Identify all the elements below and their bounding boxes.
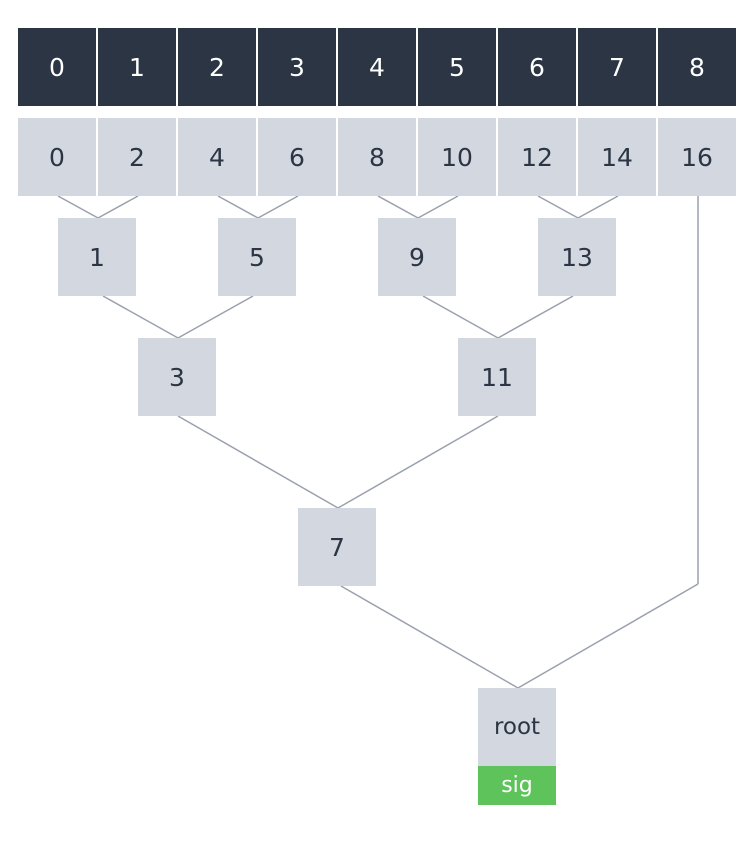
leaf-index: 0 — [18, 28, 96, 106]
leaf-node: 6 — [258, 118, 336, 196]
leaf-node: 12 — [498, 118, 576, 196]
tree-edge — [577, 195, 619, 219]
tree-node: 13 — [538, 218, 616, 296]
tree-edge — [177, 295, 254, 339]
leaf-node: 10 — [418, 118, 496, 196]
leaf-index: 5 — [418, 28, 496, 106]
leaf-index: 3 — [258, 28, 336, 106]
tree-edge — [57, 195, 99, 219]
tree-edge — [517, 583, 699, 689]
tree-edge — [97, 195, 139, 219]
tree-node: 7 — [298, 508, 376, 586]
tree-edge — [537, 195, 579, 219]
root-node: root — [478, 688, 556, 766]
tree-edge — [417, 195, 459, 219]
leaf-node: 0 — [18, 118, 96, 196]
leaf-index: 4 — [338, 28, 416, 106]
leaf-index: 6 — [498, 28, 576, 106]
tree-node: 3 — [138, 338, 216, 416]
leaf-node: 14 — [578, 118, 656, 196]
leaf-node: 2 — [98, 118, 176, 196]
tree-edge — [102, 295, 179, 339]
tree-edge — [217, 195, 259, 219]
leaf-node: 8 — [338, 118, 416, 196]
tree-edge — [497, 295, 574, 339]
tree-node: 9 — [378, 218, 456, 296]
tree-edge — [177, 415, 339, 509]
leaf-node: 4 — [178, 118, 256, 196]
tree-node: 5 — [218, 218, 296, 296]
tree-edge — [257, 195, 299, 219]
tree-edge — [340, 585, 519, 689]
leaf-index: 2 — [178, 28, 256, 106]
signature-box: sig — [478, 766, 556, 805]
leaf-index: 7 — [578, 28, 656, 106]
tree-edge — [422, 295, 499, 339]
tree-edge — [337, 415, 499, 509]
leaf-index: 1 — [98, 28, 176, 106]
tree-edge — [377, 195, 419, 219]
leaf-node: 16 — [658, 118, 736, 196]
tree-node: 11 — [458, 338, 536, 416]
leaf-index: 8 — [658, 28, 736, 106]
tree-node: 1 — [58, 218, 136, 296]
